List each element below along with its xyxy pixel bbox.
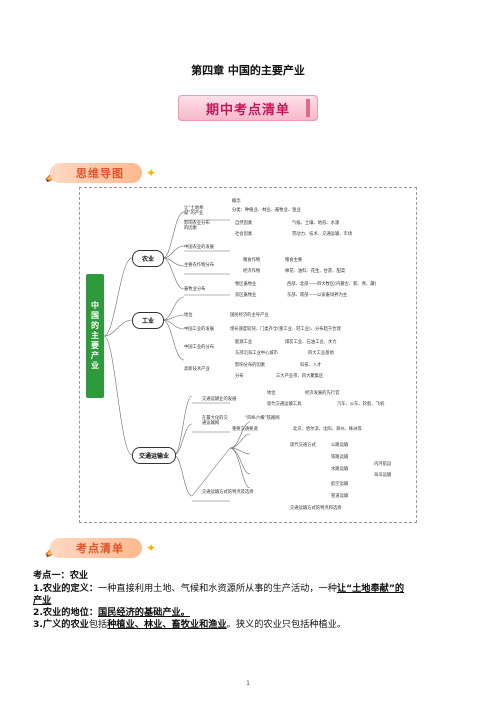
branch-agriculture: 农业 <box>132 250 164 267</box>
tr-m3b: 海洋运输 <box>374 473 392 478</box>
tr-way: 在最大化的交通运输网 <box>202 416 228 426</box>
agri-crop: 主要农作物分布 <box>184 263 215 268</box>
agri-pasture-a: 牧区畜牧业 <box>235 282 257 287</box>
tr-trend-values: 交通运输方式的特点和选择 <box>290 506 342 511</box>
tr-m3: 水路运输 <box>331 467 349 472</box>
ind-coast: 东部沿海工业中心城市 <box>235 351 278 356</box>
ind-dist: 中国工业的分布 <box>184 345 215 350</box>
line-3-head: 广义的农业 <box>42 619 89 630</box>
tr-m4: 航空运输 <box>331 482 349 487</box>
section-mindmap-label: 思维导图 <box>50 163 142 183</box>
agri-pasture-b-values: 东部、南部——以家畜饲养为主 <box>287 293 348 298</box>
agri-nature: 自然因素 <box>235 221 253 226</box>
tr-modern: 现代交通运输工具 <box>267 402 302 407</box>
line-3-text1: 包括 <box>88 619 108 630</box>
page-number: 1 <box>246 680 250 687</box>
agri-social-values: 劳动力、技术、交通运输、市场 <box>292 232 353 237</box>
line-3: 3.广义的农业包括种植业、林业、畜牧业和渔业。狭义的农业只包括种植业。 <box>33 619 346 631</box>
section-points-label: 考点清单 <box>50 538 142 558</box>
agri-nature-values: 气候、土壤、地形、水源 <box>292 221 340 226</box>
banner-marker-icon <box>306 99 310 117</box>
ind-coast-values: 四大工业基地 <box>308 351 334 356</box>
agri-dev: 中国农业的发展 <box>184 245 215 250</box>
branch-industry: 工业 <box>132 312 164 329</box>
tr-m3a: 内河航运 <box>374 462 392 467</box>
tr-mode: 现代交通方式 <box>290 443 316 448</box>
ind-pos: 地位 <box>184 313 193 318</box>
agri-concept: 概念 <box>232 199 241 204</box>
tr-modern-values: 汽车、火车、轮船、飞机 <box>337 402 385 407</box>
ind-hi: 高新技术产业 <box>184 367 210 372</box>
root-char: 要 <box>91 341 99 350</box>
ind-hi-b: 分布 <box>235 374 244 379</box>
root-char: 国 <box>91 311 99 320</box>
star-icon: ✦ <box>146 166 157 180</box>
agri-food-values: 粮食主要 <box>285 258 303 263</box>
section-mindmap-header: 思维导图 ✦ <box>45 163 157 183</box>
tr-role-values: 经济发展的先行官 <box>305 391 340 396</box>
ind-dev: 中国工业的发展 <box>184 327 215 332</box>
mind-map: 中 国 的 主 要 产 业 农业 工业 交通运输业 让“土地奉献”的产业 概念 … <box>79 187 417 523</box>
tr-m5: 管道运输 <box>331 494 349 499</box>
tr-trend: 交通运输方式的特点及选择 <box>202 490 254 495</box>
line-1-key: 让“土地奉献”的 <box>336 583 405 594</box>
line-1: 1.农业的定义：一种直接利用土地、气候和水资源所从事的生产活动，一种让“土地奉献… <box>33 583 404 595</box>
agri-def: 让“土地奉献”的产业 <box>184 206 204 216</box>
star-icon: ✦ <box>146 541 157 555</box>
agri-classes: 分类：种植业、林业、畜牧业、渔业 <box>232 208 301 213</box>
agri-pasture: 畜牧业分布 <box>184 287 206 292</box>
line-1-head: 农业的定义： <box>42 583 99 594</box>
root-char: 业 <box>91 361 99 370</box>
banner-label: 期中考点清单 <box>205 102 290 118</box>
line-2-number: 2. <box>33 607 43 618</box>
ind-pos-values: 国民经济的主导产业 <box>230 313 269 318</box>
root-char: 产 <box>91 351 99 360</box>
line-2-key: 国民经济的基础产业。 <box>98 607 190 618</box>
exam-points-banner: 期中考点清单 <box>178 95 318 121</box>
line-3-number: 3. <box>33 619 43 630</box>
root-char: 的 <box>91 321 99 330</box>
tr-status: 交通运输业的发展 <box>202 397 237 402</box>
tr-major: 重要交通要道 <box>232 427 258 432</box>
section-points-header: 考点清单 ✦ <box>45 538 157 558</box>
tr-m2: 铁路运输 <box>331 455 349 460</box>
ind-energy: 能源工业 <box>235 340 253 345</box>
branch-transport: 交通运输业 <box>132 447 176 464</box>
ind-energy-values: 煤炭工业、石油工业、水力 <box>285 340 337 345</box>
tr-role: 地位 <box>267 391 276 396</box>
line-1-text: 一种直接利用土地、气候和水资源所从事的生产活动，一种 <box>98 583 337 594</box>
agri-pasture-a-values: 西部、北部——四大牧区(内蒙古、新、青、藏) <box>287 282 377 287</box>
chapter-title: 第四章 中国的主要产业 <box>191 64 305 77</box>
mindmap-root: 中 国 的 主 要 产 业 <box>86 274 104 398</box>
tr-major-values: 北京、哈尔滨、沈阳、郑州、株洲等 <box>293 427 362 432</box>
line-1-number: 1. <box>33 583 43 594</box>
agri-social: 社会因素 <box>235 232 253 237</box>
mind-map-lines <box>103 211 251 502</box>
agri-cash-values: 棉花、油料、花生、甘蔗、甜菜 <box>285 269 346 274</box>
line-3-key: 种植业、林业、畜牧业和渔业 <box>107 619 227 630</box>
ind-hi-a-values: 科技、人才 <box>300 363 322 368</box>
tr-m1: 公路运输 <box>331 443 349 448</box>
line-3-text2: 。狭义的农业只包括种植业。 <box>226 619 347 630</box>
root-char: 主 <box>91 331 99 340</box>
ind-hi-a: 影响分布的因素 <box>235 363 266 368</box>
root-char: 中 <box>91 301 99 310</box>
point-one-heading: 考点一：农业 <box>33 570 89 581</box>
agri-cash: 经济作物 <box>243 269 261 274</box>
ind-hi-b-values: 三大产业带、四大聚集区 <box>276 374 324 379</box>
ind-dev-values: 增长速度较快、门类齐全(重工业、轻工业)、分布趋于合理 <box>230 327 341 332</box>
line-1-tail: 产业 <box>33 595 52 606</box>
agri-pasture-b: 农区畜牧业 <box>235 293 257 298</box>
tr-grid: “四纵六横”铁路网 <box>245 416 280 421</box>
line-2: 2.农业的地位：国民经济的基础产业。 <box>33 607 190 619</box>
agri-factor: 影响农业分布的因素 <box>184 221 210 231</box>
line-2-head: 农业的地位： <box>42 607 99 618</box>
agri-food: 粮食作物 <box>243 258 261 263</box>
